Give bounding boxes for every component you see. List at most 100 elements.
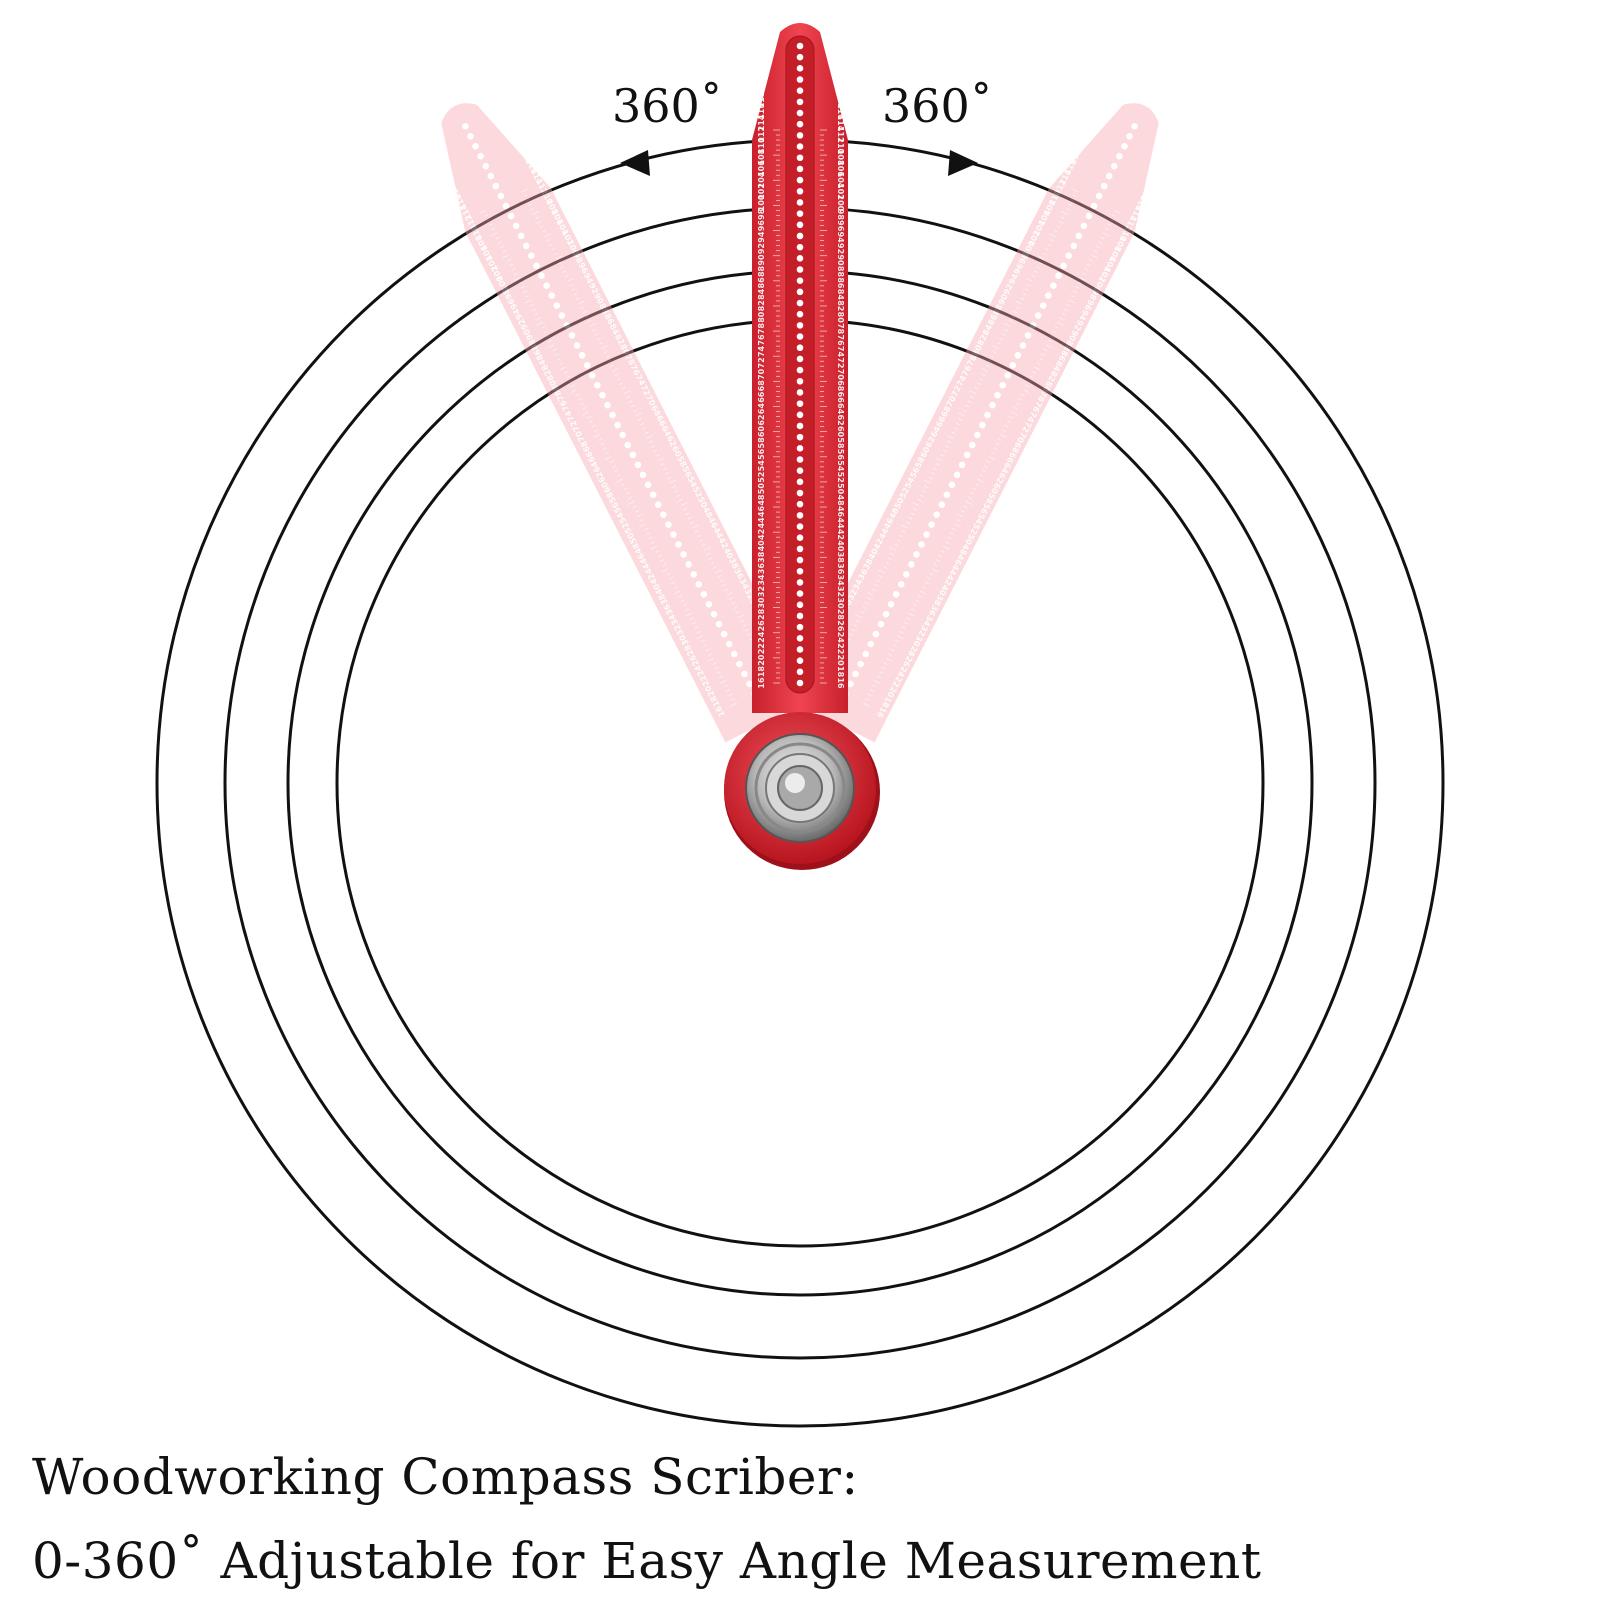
scribe-hole (1131, 123, 1138, 130)
pivot-hub[interactable] (724, 712, 880, 870)
scale-label-right: 90 (836, 254, 845, 266)
scribe-hole (796, 243, 804, 251)
scribe-hole (862, 650, 869, 658)
scale-label-left: 96 (757, 220, 766, 232)
ruler-groove (833, 115, 1147, 705)
scribe-hole (1009, 362, 1017, 369)
scribe-hole (796, 545, 804, 553)
scribe-hole (609, 411, 616, 419)
scribe-hole (796, 255, 804, 262)
scale-label-right: 52 (836, 472, 845, 483)
scale-label-right: 64 (836, 403, 845, 415)
scale-label-left: 42 (757, 529, 766, 540)
scribe-hole (1060, 262, 1067, 270)
scale-label-left: 74 (757, 345, 766, 357)
scribe-hole (989, 401, 996, 409)
scribe-hole (938, 501, 946, 509)
arrow-left-icon (620, 150, 650, 176)
scale-label-right: 46 (836, 506, 845, 518)
scribe-hole (517, 232, 525, 240)
scribe-hole (796, 344, 804, 352)
scribe-hole (796, 534, 804, 542)
scribe-hole (796, 120, 804, 128)
scribe-hole (796, 567, 804, 575)
ghost-arm-left: 1616181820202222242426262828303032323434… (441, 103, 811, 743)
scribe-hole (604, 401, 611, 409)
ruler-groove (453, 115, 767, 705)
scribe-hole (654, 501, 662, 509)
scale-label-right: 96 (836, 220, 845, 232)
scribe-hole (796, 478, 804, 486)
scribe-hole (1065, 252, 1072, 260)
scale-label-right: 100 (836, 195, 845, 212)
scribe-hole (796, 132, 804, 139)
scribe-hole (502, 202, 510, 210)
scribe-hole (933, 511, 941, 518)
scale-label-right: 58 (836, 437, 845, 449)
scribe-hole (796, 176, 804, 184)
scribe-hole (462, 123, 469, 130)
scale-label-left: 54 (757, 460, 766, 472)
scribe-hole (796, 187, 804, 195)
scribe-hole (492, 182, 500, 190)
scribe-hole (665, 521, 672, 528)
scale-label-left: 92 (757, 243, 766, 254)
scribe-hole (1045, 292, 1052, 299)
scribe-hole (882, 610, 890, 618)
scale-label-left: 20 (757, 654, 766, 666)
scale-label-left: 58 (757, 437, 766, 449)
scale-label-right: 22 (836, 643, 845, 654)
scale-label-left: 86 (757, 277, 766, 289)
scribe-hole (670, 531, 677, 538)
scribe-hole (725, 640, 733, 648)
scribe-hole (953, 471, 961, 479)
scale-label-left: 116 (757, 103, 766, 120)
rotation-label-right: 360˚ (882, 79, 993, 133)
scale-label-right: 114 (836, 115, 845, 132)
scale-label-right: 74 (836, 346, 845, 358)
scale-label-left: 30 (757, 597, 766, 609)
scale-label-left: 32 (757, 586, 766, 597)
scribe-hole (1014, 352, 1022, 359)
scribe-hole (796, 76, 804, 83)
scribe-hole (543, 282, 550, 289)
scribe-hole (573, 342, 581, 349)
scribe-hole (872, 630, 880, 638)
scribe-hole (796, 53, 804, 61)
scribe-hole (1070, 242, 1078, 250)
scribe-hole (710, 610, 718, 618)
scribe-hole (659, 511, 667, 518)
ghost-arm-right: 1616181820202222242426262828303032323434… (789, 103, 1159, 743)
scale-label-right: 118 (836, 92, 845, 109)
scribe-hole (1110, 162, 1118, 170)
scale-label-right: 36 (836, 563, 845, 575)
scribe-hole (877, 620, 885, 628)
scale-label-left: 88 (757, 265, 766, 277)
scribe-hole (796, 333, 804, 340)
scribe-hole (1100, 182, 1108, 190)
scale-label-left: 104 (757, 171, 766, 188)
scribe-hole (1090, 202, 1098, 210)
scribe-hole (796, 154, 804, 162)
scribe-hole (918, 541, 925, 548)
scribe-hole (477, 152, 484, 160)
scribe-hole (796, 679, 804, 687)
ruler-body (441, 103, 811, 743)
scale-label-left: 22 (757, 643, 766, 654)
scribe-hole (796, 266, 804, 273)
scale-label-left: 76 (757, 334, 766, 346)
scale-label-left: 112 (757, 126, 766, 143)
scale-label-left: 56 (757, 448, 766, 460)
scribe-hole (736, 660, 743, 668)
scale-label-right: 78 (836, 323, 845, 335)
scribe-hole (507, 212, 515, 220)
scribe-hole (487, 172, 495, 180)
scribe-hole (796, 422, 804, 430)
scale-label-right: 86 (836, 277, 845, 289)
scale-label-right: 84 (836, 289, 845, 301)
scale-label-right: 24 (836, 632, 845, 644)
scale-label-right: 70 (836, 369, 845, 381)
scale-label-right: 104 (836, 172, 845, 189)
